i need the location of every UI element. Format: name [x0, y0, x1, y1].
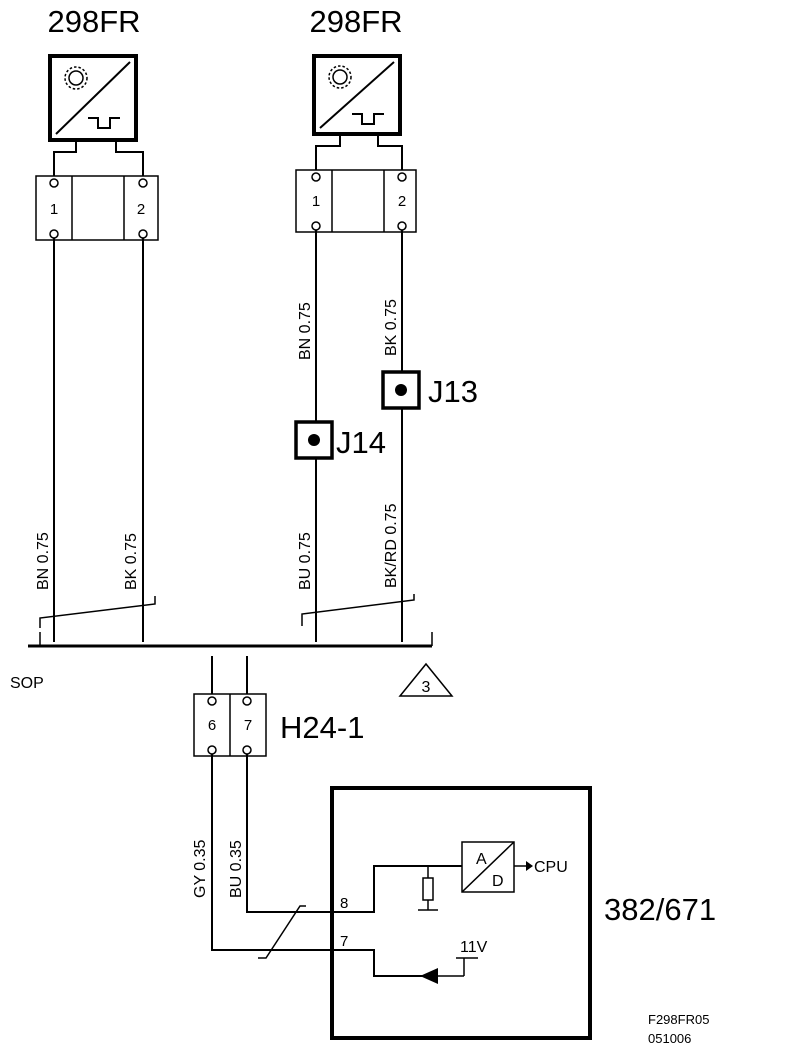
adc-label-a: A [476, 851, 487, 868]
left-sensor-connector: 1 2 [35, 175, 159, 241]
cpu-label: CPU [534, 859, 568, 876]
ecu-pulldown-resistor [422, 877, 434, 901]
left-sensor-pulse-icon [88, 117, 120, 129]
ecu-pin-7: 7 [340, 933, 348, 950]
left-connector-pin-1: 1 [50, 201, 58, 218]
supply-voltage-label: 11V [460, 939, 488, 956]
left-sensor-gear-icon [64, 66, 88, 90]
left-wire-2-label: BK 0.75 [123, 533, 140, 590]
left-connector-pin-2: 2 [137, 201, 145, 218]
note-triangle: 3 [398, 662, 454, 697]
left-sensor-lead-1 [53, 140, 77, 176]
right-wire-1-upper-label: BN 0.75 [297, 302, 314, 360]
junction-j14: J14 [294, 420, 386, 460]
ecu-twist-marker [258, 905, 306, 959]
junction-j13-label: J13 [428, 374, 478, 409]
connector-h24-1: 6 7 [193, 693, 267, 757]
ecu-pin-8: 8 [340, 895, 348, 912]
wire-pin7-to-ecu [246, 754, 332, 913]
connector-h24-1-pin-6: 6 [208, 717, 216, 734]
right-connector-pin-2: 2 [398, 193, 406, 210]
left-sensor-lead-2 [115, 140, 144, 176]
right-connector-pin-1: 1 [312, 193, 320, 210]
left-sensor-label: 298FR [47, 4, 140, 39]
wire-pin6-to-ecu [211, 754, 332, 951]
right-sensor-label: 298FR [309, 4, 402, 39]
right-wire-2-lower-label: BK/RD 0.75 [383, 503, 400, 588]
diagram-code: F298FR05 [648, 1012, 709, 1027]
right-wire-2-upper-label: BK 0.75 [383, 299, 400, 356]
left-sensor-symbol [48, 54, 138, 142]
right-sensor-gear-icon [328, 65, 352, 89]
right-sensor-symbol [312, 54, 402, 136]
adc-label-d: D [492, 873, 504, 890]
wire-pin6-label: GY 0.35 [192, 839, 209, 898]
left-twist-marker [39, 596, 156, 628]
ecu-supply-trace [332, 949, 428, 977]
right-sensor-lead-1 [315, 134, 341, 170]
right-sensor-pulse-icon [352, 113, 384, 125]
sop-label: SOP [10, 675, 44, 692]
ecu-current-source-icon [420, 968, 438, 984]
cpu-arrow-icon [526, 861, 533, 871]
right-sensor-lead-2 [377, 134, 403, 170]
connector-h24-1-label: H24-1 [280, 710, 364, 745]
adc-block: A D [461, 841, 515, 893]
junction-j14-label: J14 [336, 425, 386, 460]
left-wire-1-label: BN 0.75 [35, 532, 52, 590]
ecu-module: 8 7 A D CPU 11V [330, 786, 592, 1040]
note-triangle-number: 3 [422, 679, 431, 696]
diagram-date: 051006 [648, 1031, 691, 1046]
ecu-label: 382/671 [604, 892, 716, 927]
right-twist-marker [301, 594, 415, 626]
right-sensor-connector: 1 2 [295, 169, 417, 233]
junction-j13: J13 [381, 370, 478, 410]
wire-pin7-label: BU 0.35 [228, 840, 245, 898]
ecu-signal-trace [332, 865, 462, 913]
right-wire-1-lower-label: BU 0.75 [297, 532, 314, 590]
connector-h24-1-pin-7: 7 [244, 717, 252, 734]
